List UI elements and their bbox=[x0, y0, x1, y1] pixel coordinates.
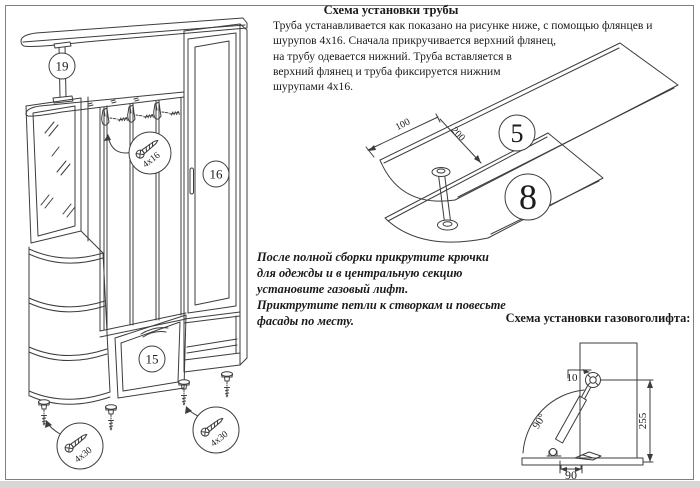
callout-foot-screw-left bbox=[56, 422, 104, 470]
angle-arc bbox=[522, 389, 585, 454]
pipe-diagram: 100 200 5 8 bbox=[365, 42, 679, 243]
part-label-top-panel: 5 bbox=[511, 119, 524, 148]
door-handle bbox=[189, 167, 194, 195]
wardrobe-drawing: 19 16 15 4x16 4x30 4x30 bbox=[20, 17, 248, 470]
part-label-pipe: 19 bbox=[56, 59, 69, 74]
drawer-handle bbox=[140, 327, 169, 338]
dim-label-angle: 90° bbox=[530, 412, 548, 431]
callout-top-panel bbox=[498, 114, 536, 152]
mirror-panel bbox=[25, 97, 82, 244]
dimension-10 bbox=[567, 369, 592, 379]
side-panel bbox=[579, 342, 638, 459]
top-panel bbox=[379, 42, 679, 202]
gaslift-scheme-title: Схема установки газовоголифта: bbox=[505, 311, 691, 325]
part-label-bottom-panel: 8 bbox=[519, 177, 537, 217]
foot-screw-arrowhead-left bbox=[45, 420, 52, 428]
callout-drawer-part bbox=[138, 345, 166, 373]
cabinet-column bbox=[183, 23, 248, 373]
callout-pipe-part bbox=[48, 52, 76, 80]
bottom-panel bbox=[384, 132, 604, 243]
callout-hook-screw bbox=[128, 131, 172, 175]
gaslift-diagram: 10 90° 255 90 bbox=[521, 342, 654, 482]
mounting-plate bbox=[574, 451, 602, 461]
gas-strut bbox=[546, 372, 601, 457]
part-label-door: 16 bbox=[210, 167, 224, 182]
top-shelf bbox=[20, 17, 248, 47]
central-section bbox=[87, 96, 187, 338]
pipe-scheme-title: Схема установки трубы bbox=[323, 3, 459, 17]
foot-screw-arrowhead-right bbox=[185, 406, 192, 414]
dim-label-255: 255 bbox=[637, 412, 649, 429]
dim-label-90: 90 bbox=[565, 468, 577, 482]
callout-foot-screw-right bbox=[192, 406, 240, 454]
dimension-100 bbox=[365, 113, 441, 158]
strut-bottom-pivot bbox=[549, 448, 557, 456]
pipe-with-flanges bbox=[431, 167, 458, 231]
corner-shelf-unit bbox=[28, 230, 111, 405]
dimension-255 bbox=[600, 379, 654, 463]
dim-label-10: 10 bbox=[567, 372, 579, 384]
page-border bbox=[5, 5, 694, 480]
assembly-note: После полной сборки прикрутите крючки дл… bbox=[257, 250, 506, 328]
scan-edge bbox=[0, 481, 700, 488]
part-label-drawer: 15 bbox=[146, 352, 159, 367]
dimension-200 bbox=[439, 118, 482, 164]
dim-label-200: 200 bbox=[449, 125, 467, 143]
callout-bottom-panel bbox=[504, 173, 552, 221]
pipe-scheme-body: Труба устанавливается как показано на ри… bbox=[273, 19, 653, 94]
dimension-90 bbox=[559, 460, 583, 474]
callout-door-part bbox=[202, 160, 230, 188]
hook-screw-arrowhead bbox=[104, 134, 111, 141]
